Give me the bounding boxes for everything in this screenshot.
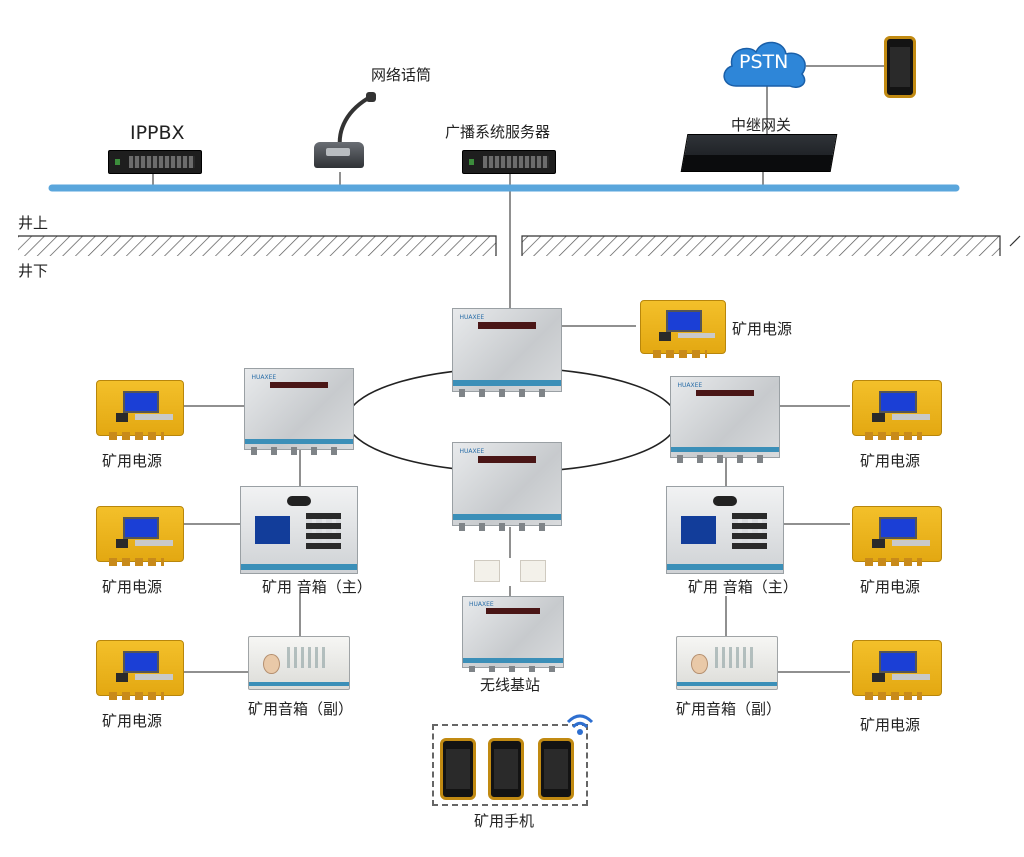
ground-line-left xyxy=(18,235,497,256)
wifi-icon xyxy=(566,714,594,735)
speaker-sub-left-device xyxy=(248,636,350,690)
speaker-sub-right-label: 矿用音箱（副） xyxy=(676,700,782,718)
network-mic-device xyxy=(312,90,376,174)
pstn-label: PSTN xyxy=(739,51,789,73)
surface-phone xyxy=(884,36,916,98)
wireless-base-station-device: HUAXEE xyxy=(462,596,564,672)
mining-phone xyxy=(538,738,574,800)
mic-label: 网络话筒 xyxy=(371,66,432,84)
antenna-pad xyxy=(474,560,500,582)
speaker-sub-left-label: 矿用音箱（副） xyxy=(248,700,354,718)
psu-left-3-device xyxy=(96,640,184,701)
above-ground-label: 井上 xyxy=(18,214,49,232)
speaker-main-right-label: 矿用 音箱（主） xyxy=(688,578,798,596)
ippbx-label: IPPBX xyxy=(130,122,185,144)
ground-hatch-right xyxy=(522,236,1000,256)
psu-left-1-device xyxy=(96,380,184,441)
psu-left-2-device xyxy=(96,506,184,567)
psu-top-right-device xyxy=(640,300,726,359)
antenna-pad xyxy=(520,560,546,582)
speaker-sub-right-device xyxy=(676,636,778,690)
phones-group xyxy=(432,724,588,806)
psu-left-1-label: 矿用电源 xyxy=(102,452,163,470)
psu-right-3-device xyxy=(852,640,942,701)
speaker-main-right-device xyxy=(666,486,784,574)
speaker-main-left-device xyxy=(240,486,358,574)
switch-enclosure-right: HUAXEE xyxy=(670,376,780,463)
ground-hatch-left xyxy=(18,236,496,256)
ground-line-right xyxy=(521,235,1001,256)
wireless-bs-label: 无线基站 xyxy=(480,676,541,694)
mining-phone xyxy=(440,738,476,800)
psu-right-2-label: 矿用电源 xyxy=(860,578,921,596)
psu-right-3-label: 矿用电源 xyxy=(860,716,921,734)
cloud-icon xyxy=(723,41,806,88)
broadcast-server-device xyxy=(462,150,556,174)
psu-left-3-label: 矿用电源 xyxy=(102,712,163,730)
psu-right-1-device xyxy=(852,380,942,441)
psu-left-2-label: 矿用电源 xyxy=(102,578,163,596)
switch-enclosure-left: HUAXEE xyxy=(244,368,354,455)
phones-label: 矿用手机 xyxy=(474,812,535,830)
trunk-gateway-label: 中继网关 xyxy=(731,116,792,134)
broadcast-server-label: 广播系统服务器 xyxy=(445,123,551,141)
trunk-gateway-device xyxy=(680,134,838,172)
ippbx-device xyxy=(108,150,202,174)
psu-top-right-label: 矿用电源 xyxy=(732,320,793,338)
speaker-main-left-label: 矿用 音箱（主） xyxy=(262,578,372,596)
switch-enclosure-top: HUAXEE xyxy=(452,308,562,397)
pstn-cloud: PSTN xyxy=(718,36,812,94)
mining-phone xyxy=(488,738,524,800)
below-ground-label: 井下 xyxy=(18,262,49,280)
psu-right-2-device xyxy=(852,506,942,567)
psu-right-1-label: 矿用电源 xyxy=(860,452,921,470)
ground-tick xyxy=(1009,235,1021,247)
switch-enclosure-center: HUAXEE xyxy=(452,442,562,531)
